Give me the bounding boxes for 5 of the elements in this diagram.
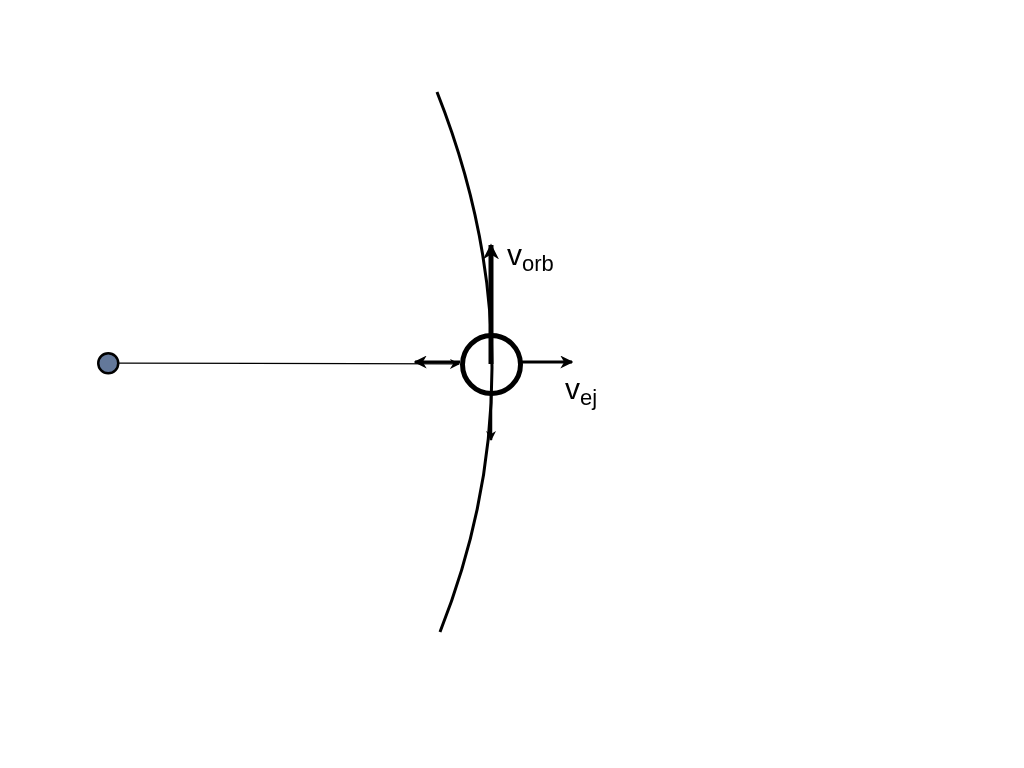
- connector-line: [118, 358, 460, 369]
- velocity-label: v$_{ej}$: [565, 374, 598, 409]
- velocity-label: v$_{orb}$: [507, 240, 554, 275]
- orbiting-body-circle: [459, 332, 523, 396]
- central-body-circle: [96, 351, 120, 375]
